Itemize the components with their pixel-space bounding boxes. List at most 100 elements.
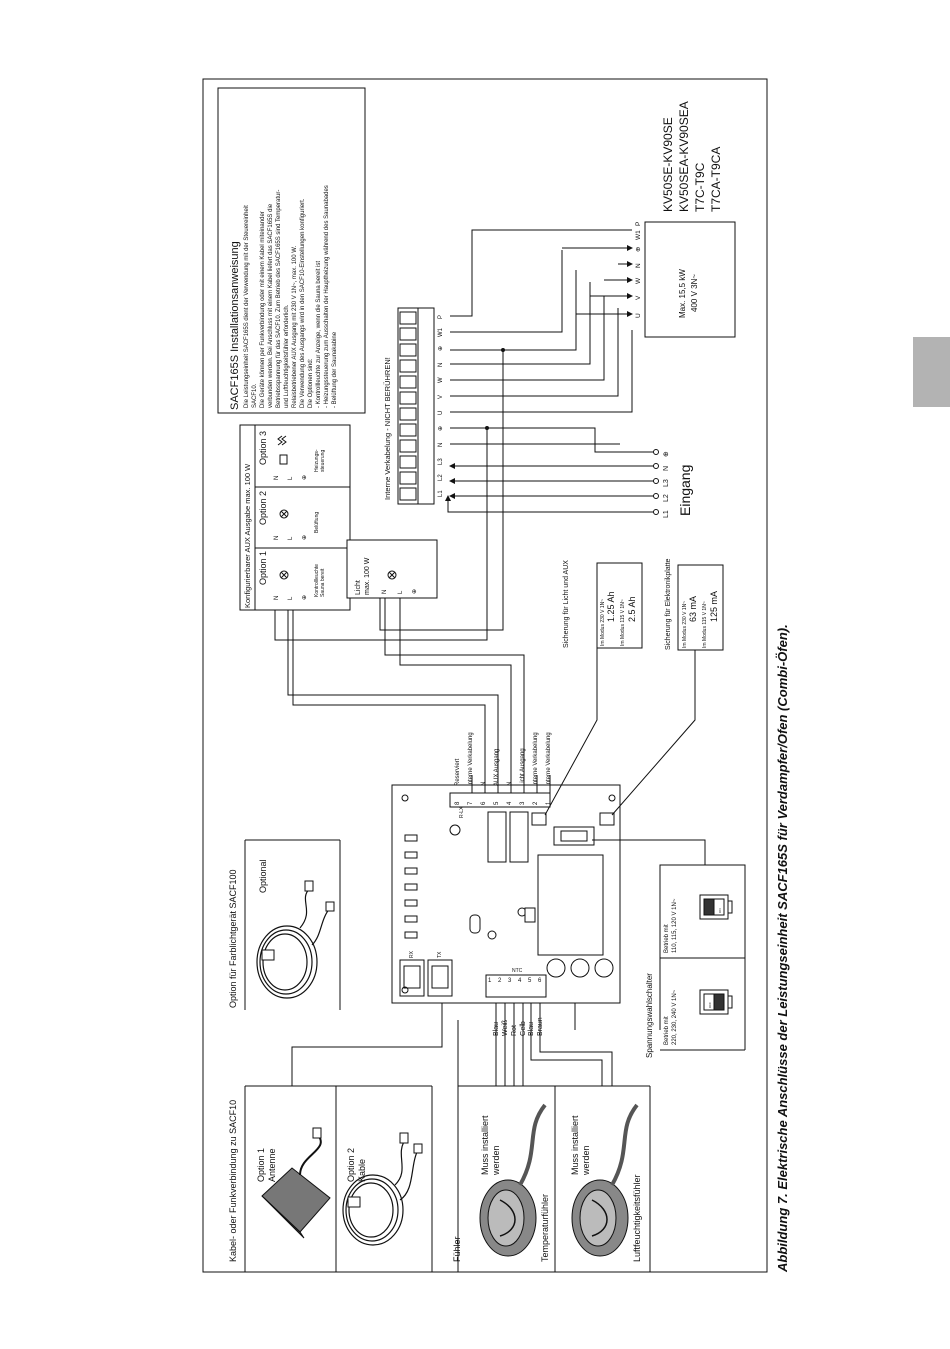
tb-label-p: P [438, 315, 444, 319]
aux-opt3-terminal-n: N [274, 476, 280, 480]
transformer [537, 854, 604, 956]
tb-label-l3: L3 [438, 458, 444, 465]
option2-sublabel: Kable [357, 1159, 367, 1182]
sensors-title: Fühler [452, 1236, 462, 1262]
fuse-light-aux-value115: 2.5 Ah [627, 596, 637, 622]
instructions-line-1: Die Leistungseinheit SACF165S dient der … [244, 205, 250, 408]
instructions-line-11: - Heizungssteuerung zum Ausschalten der … [324, 185, 330, 408]
tb-label-pe1: ⊕ [438, 426, 444, 431]
voltage-left-line2: 220, 230, 240 V 1N~ [672, 989, 678, 1045]
ntc-label: NTC [512, 968, 523, 974]
relay-terminal-8: 8 [455, 801, 461, 805]
instructions-line-8: Die Verwendung des Ausgangs wird in den … [300, 198, 306, 408]
voltage-switch-title: Spannungswahlschalter [645, 973, 654, 1058]
relay-terminal-1: 1 [546, 801, 552, 805]
relay-wires [274, 350, 551, 793]
wire-color-4: Gelb [520, 1021, 527, 1036]
must-install-label-2: Muss installiert [570, 1115, 580, 1175]
input-terminals: L1 L2 L3 N ⊕ Eingang [653, 449, 693, 518]
aux-opt1-terminal-pe: ⊕ [302, 595, 308, 600]
sensor-terminal-5: 5 [528, 978, 532, 984]
instructions-line-2: SACF10. [252, 383, 258, 408]
sensor-terminal-3: 3 [508, 978, 512, 984]
heater-wires [450, 229, 633, 413]
port-tx-label: TX [437, 951, 443, 958]
voltage-right-line1: Betrieb mit [664, 924, 670, 953]
must-install-label-1: Muss installiert [480, 1115, 490, 1175]
color-light-title: Option für Farblichtgerät SACF100 [228, 869, 238, 1008]
heater-model-3: T7C-T9C [693, 162, 707, 212]
aux-opt3-terminal-pe: ⊕ [302, 475, 308, 480]
fuse-board-value230: 63 mA [688, 596, 698, 622]
light-terminal-n: N [382, 590, 388, 594]
option2-label: Option 2 [346, 1148, 356, 1182]
aux-opt2-terminal-n: N [274, 536, 280, 540]
tb-label-n2: N [438, 363, 444, 367]
option1-sublabel: Antenne [267, 1148, 277, 1182]
heater-arrows [562, 245, 633, 317]
wire-color-2: Weiß [502, 1020, 509, 1036]
page-tab-marker [913, 337, 950, 407]
tb-label-pe2: ⊕ [438, 346, 444, 351]
instructions-title: SACF165S Installationsanweisung [229, 241, 241, 410]
fuse-board-mode115: Im Modus 115 V 1N~ [702, 601, 708, 648]
switch-230v-off: OFF [708, 1002, 712, 1008]
fuse-light-aux-title: Sicherung für Licht und AUX [563, 560, 570, 648]
tb-label-w: W [438, 377, 444, 383]
wire-color-labels: Blau Weiß Rot Gelb Blau Braun [493, 1017, 544, 1036]
relay-terminal-6: 6 [481, 801, 487, 805]
switch-115v-on: ON [718, 909, 722, 914]
cable-connection-title: Kabel- oder Funkverbindung zu SACF10 [228, 1100, 238, 1262]
light-box: Licht max. 100 W N L ⊕ [346, 539, 438, 599]
switch-230v-icon: OFF [699, 989, 733, 1015]
aux-desc3-line2: steuerung [320, 450, 326, 472]
tb-label-l1: L1 [438, 490, 444, 497]
heater-terminal-v: V [635, 295, 642, 300]
input-wires [445, 463, 656, 513]
fuse-light-aux-pointer [544, 648, 598, 816]
relay-desc-4: N [507, 782, 513, 786]
instructions-line-10: - Kontrollleuchte zur Anzeige, wenn die … [316, 261, 322, 408]
input-title: Eingang [677, 465, 693, 516]
aux-heater-icon [277, 435, 287, 446]
aux-option1: Option 1 [258, 551, 268, 585]
heater-model-4: T7CA-T9CA [709, 147, 723, 212]
voltage-switch-section: Spannungswahlschalter Betrieb mit 220, 2… [574, 839, 746, 1058]
relay-terminal-5: 5 [494, 801, 500, 805]
relay-desc-2: Interne Verkabelung [533, 732, 539, 786]
junction-dot-2 [501, 348, 505, 352]
relay-desc-5: AUX Ausgang [494, 749, 500, 786]
heater-terminal-n: N [635, 263, 642, 268]
temperature-sensor-label: Temperaturfühler [540, 1194, 550, 1262]
relay-terminal-4: 4 [507, 801, 513, 805]
sensor-terminal-1: 1 [488, 978, 492, 984]
relay-desc-1: Interne Verkabelung [546, 732, 552, 786]
sensor-terminal-2: 2 [498, 978, 502, 984]
color-light-optional: Optional [258, 859, 268, 893]
instructions-line-7: Relaisbetriebener AUX Ausgang mit 230 V … [292, 245, 298, 408]
tb-label-u: U [438, 411, 444, 415]
aux-relay-icon [279, 454, 288, 465]
fuse-light-aux-mode230: Im Modus 230 V 1N~ [600, 599, 606, 646]
color-light-cable-icon [256, 880, 335, 999]
aux-opt3-terminal-l: L [288, 476, 294, 480]
voltage-right-line2: 110, 115, 120 V 1N~ [672, 898, 678, 953]
fuse-light-aux-box: Sicherung für Licht und AUX Im Modus 230… [563, 560, 643, 649]
relay-terminal-7: 7 [468, 801, 474, 805]
sensor-terminal-4: 4 [518, 978, 522, 984]
cable-connection-section: Kabel- oder Funkverbindung zu SACF10 Opt… [228, 1085, 433, 1272]
must-install-sublabel-1: werden [491, 1145, 501, 1176]
light-terminal-pe: ⊕ [412, 589, 418, 594]
aux-desc1-line2: Sauna bereit [320, 568, 326, 597]
terminal-block-title: Interne Verkabelung - NICHT BERÜHREN! [383, 357, 392, 500]
port-rx-label: RX [409, 950, 415, 958]
instructions-line-4: verbunden werden. Bei Anschluss mit eine… [268, 203, 274, 408]
aux-lamp-icon [279, 570, 289, 580]
sensor-wires [291, 985, 613, 1086]
aux-opt1-terminal-n: N [274, 596, 280, 600]
switch-115v-icon: ON [699, 894, 733, 920]
input-wires-plain [450, 427, 656, 453]
heater-terminal-w: W [635, 277, 642, 284]
voltage-left-line1: Betrieb mit [664, 1016, 670, 1045]
fuse-light-aux-mode115: Im Modus 115 V 1N~ [620, 599, 626, 646]
